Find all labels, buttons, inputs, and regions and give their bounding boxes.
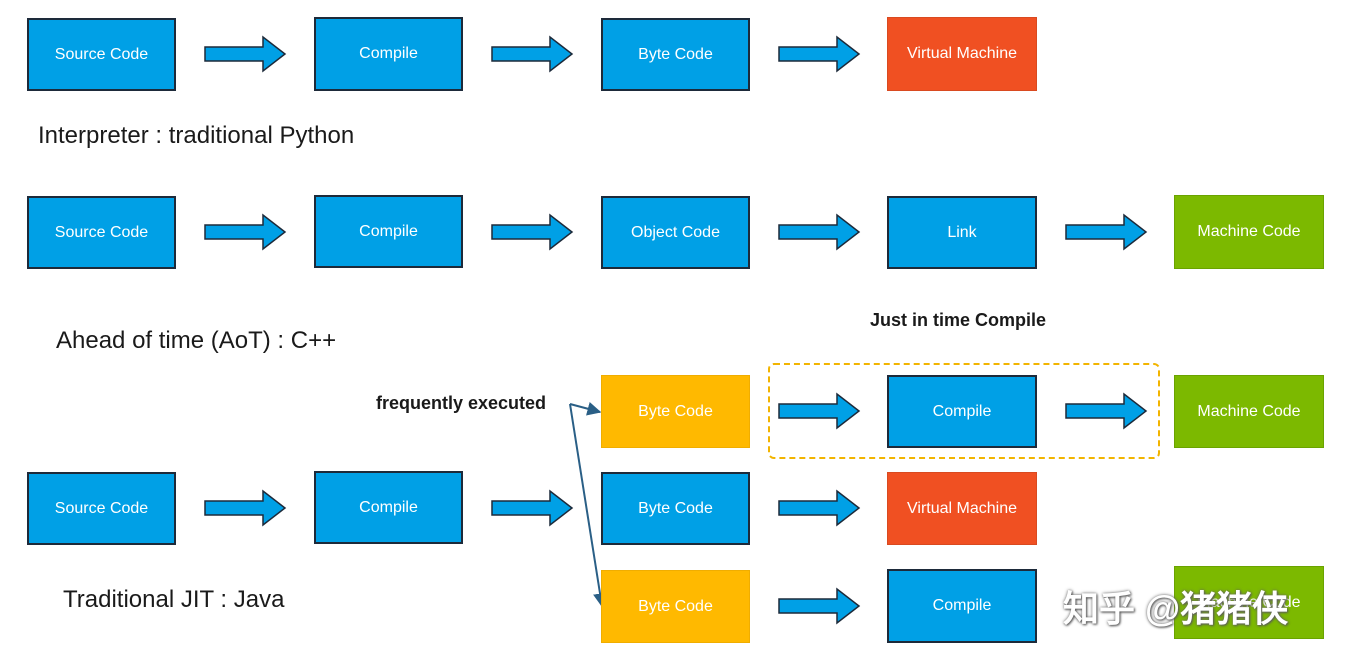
frequently-connector-top: [569, 401, 602, 416]
aot-object-code-box: Object Code: [601, 196, 750, 269]
interp-virtual-machine-box: Virtual Machine: [887, 17, 1037, 91]
jit-top-byte-code-box: Byte Code: [601, 375, 750, 448]
jit-group-label: Just in time Compile: [870, 310, 1047, 330]
jit-bottom-machine-code-box: Machine Code: [1174, 566, 1324, 639]
interp-compile-box: Compile: [314, 17, 463, 91]
aot-arrow-2: [491, 213, 574, 251]
jit-compile-group: [768, 363, 1160, 459]
aot-machine-code-box: Machine Code: [1174, 195, 1324, 269]
interp-arrow-1: [204, 35, 287, 73]
jit-top-compile-box: Compile: [887, 375, 1037, 448]
aot-arrow-1: [204, 213, 287, 251]
jit-middle-virtual-machine-box: Virtual Machine: [887, 472, 1037, 545]
aot-arrow-3: [778, 213, 861, 251]
watermark: 知乎 @猪猪侠: [1063, 588, 1289, 629]
jit-compile-box: Compile: [314, 471, 463, 544]
jit-top-machine-code-box: Machine Code: [1174, 375, 1324, 448]
aot-arrow-4: [1065, 213, 1148, 251]
jit-middle-arrow-1: [778, 489, 861, 527]
jit-bottom-arrow-1: [778, 587, 861, 625]
jit-bottom-byte-code-box: Byte Code: [601, 570, 750, 643]
jit-caption: Traditional JIT : Java: [63, 586, 285, 613]
interpreter-caption: Interpreter : traditional Python: [38, 122, 355, 149]
interp-arrow-3: [778, 35, 861, 73]
jit-arrow-2: [491, 489, 574, 527]
jit-source-code-box: Source Code: [27, 472, 176, 545]
frequently-executed-label: frequently executed: [376, 393, 547, 413]
jit-arrow-1: [204, 489, 287, 527]
interp-arrow-2: [491, 35, 574, 73]
aot-link-box: Link: [887, 196, 1037, 269]
jit-middle-byte-code-box: Byte Code: [601, 472, 750, 545]
aot-compile-box: Compile: [314, 195, 463, 268]
interp-source-code-box: Source Code: [27, 18, 176, 91]
jit-bottom-machine-code-label: Machine Code: [1197, 593, 1301, 611]
aot-source-code-box: Source Code: [27, 196, 176, 269]
aot-caption: Ahead of time (AoT) : C++: [56, 327, 337, 354]
interp-byte-code-box: Byte Code: [601, 18, 750, 91]
frequently-connector-bottom: [569, 403, 607, 608]
jit-bottom-compile-box: Compile: [887, 569, 1037, 643]
